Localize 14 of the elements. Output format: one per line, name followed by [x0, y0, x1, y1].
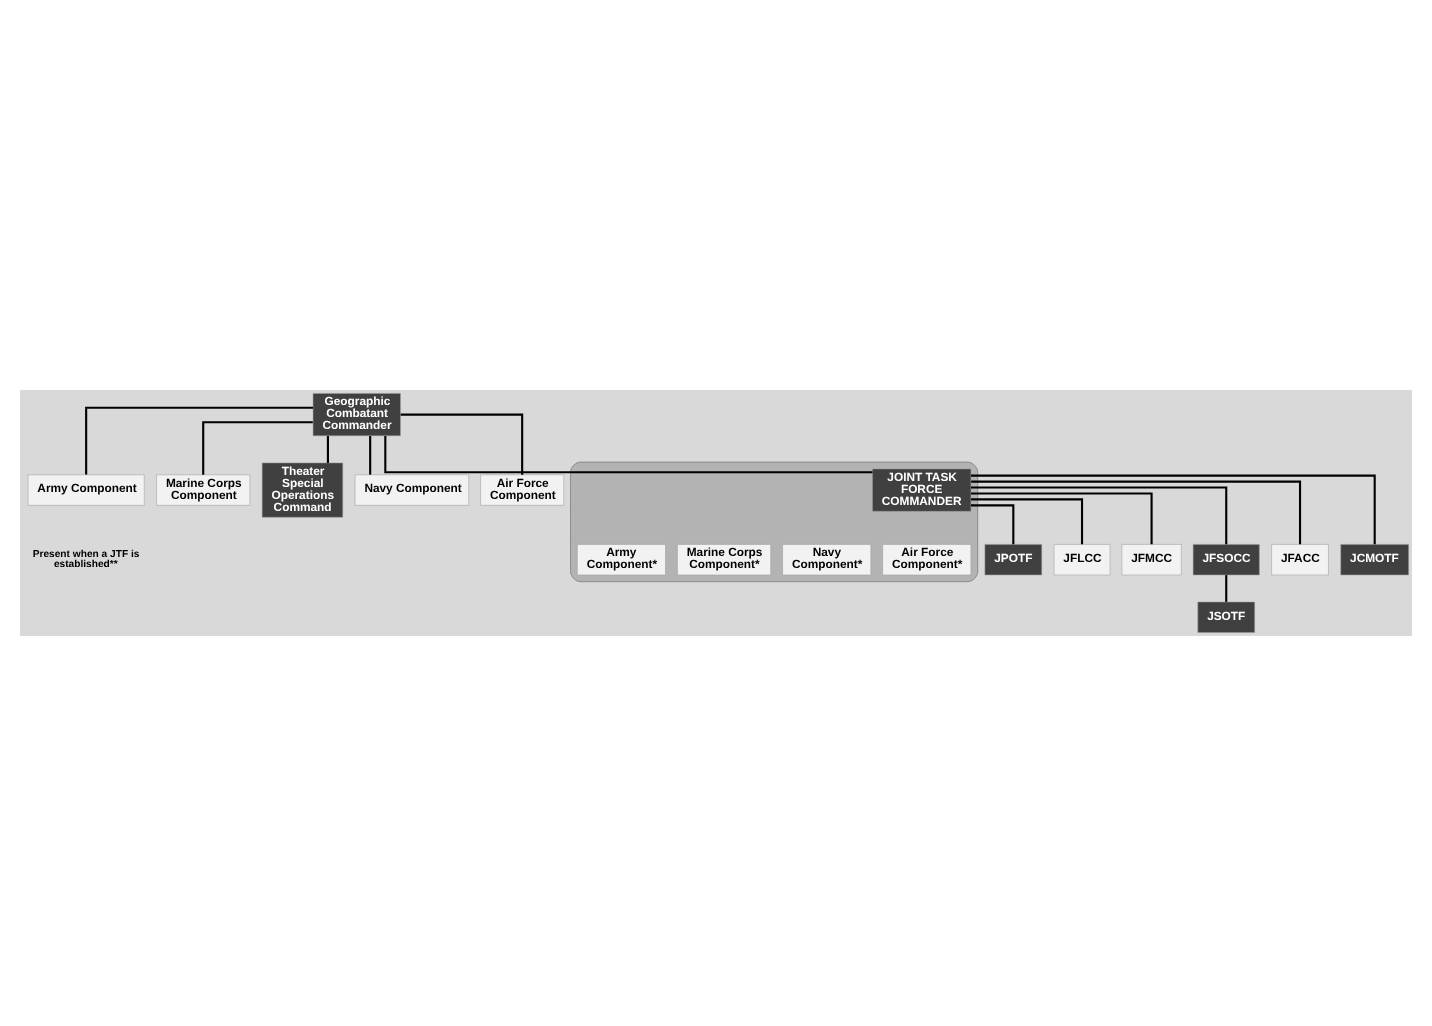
- connector: [970, 486, 1228, 545]
- connector: [971, 492, 1153, 545]
- connector: [202, 421, 313, 475]
- cluster: [570, 461, 979, 583]
- connector: [400, 413, 524, 475]
- connector: [326, 436, 329, 463]
- connector: [369, 436, 372, 475]
- connector: [971, 504, 1015, 545]
- connector: [1225, 575, 1228, 602]
- connector: [971, 498, 1084, 545]
- connector: [85, 406, 313, 475]
- connector: [971, 474, 1376, 545]
- connector: [971, 480, 1302, 545]
- connector: [384, 436, 873, 474]
